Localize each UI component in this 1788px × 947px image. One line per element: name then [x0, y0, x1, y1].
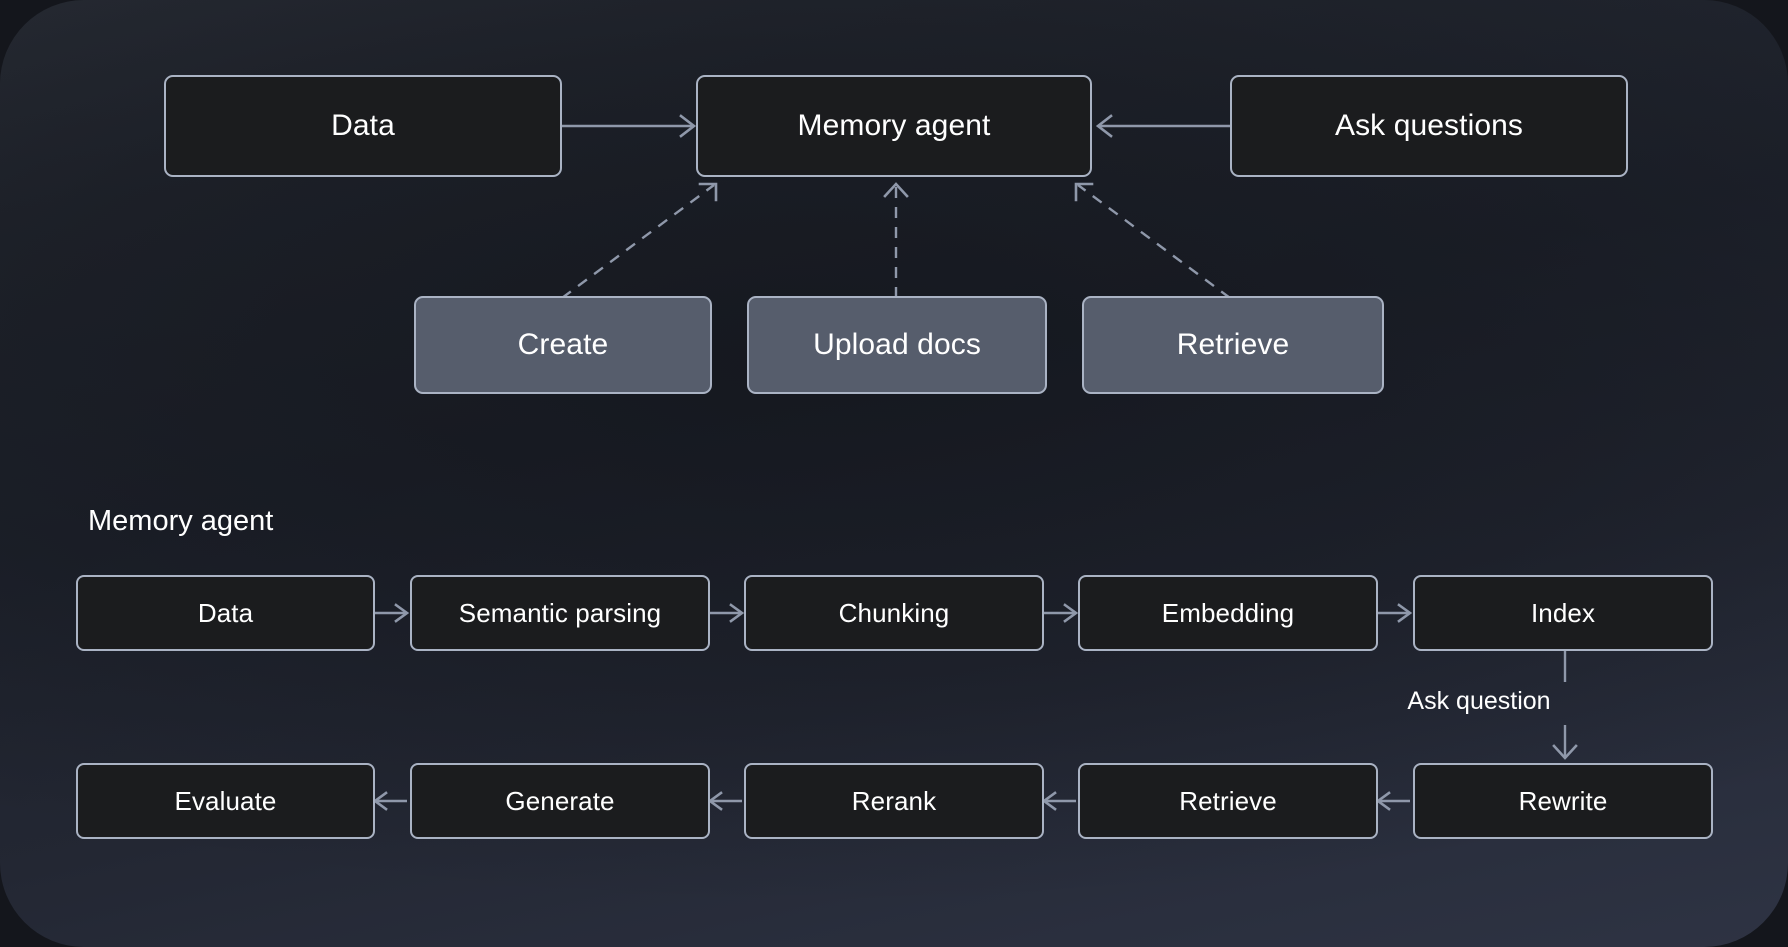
node-label: Retrieve [1176, 328, 1290, 361]
edge-label-ask-question: Ask question [1407, 687, 1551, 715]
node-label: Ask questions [1334, 109, 1524, 142]
step-label: Rerank [851, 785, 937, 816]
node-label: Create [517, 328, 609, 361]
step-label: Index [1530, 597, 1596, 628]
step-label: Retrieve [1179, 785, 1277, 816]
pipeline-section-title: Memory agent [88, 505, 274, 537]
node-label: Upload docs [813, 328, 981, 361]
step-label: Data [197, 597, 254, 628]
node-upload-docs[interactable]: Upload docs [747, 296, 1047, 394]
step-label: Evaluate [174, 785, 277, 816]
step-rerank[interactable]: Rerank [744, 763, 1044, 839]
node-memory-agent[interactable]: Memory agent [696, 75, 1092, 177]
step-generate[interactable]: Generate [410, 763, 710, 839]
step-retrieve[interactable]: Retrieve [1078, 763, 1378, 839]
step-data[interactable]: Data [76, 575, 375, 651]
step-label: Generate [505, 785, 615, 816]
node-label: Memory agent [797, 109, 991, 142]
node-retrieve-overview[interactable]: Retrieve [1082, 296, 1384, 394]
step-label: Semantic parsing [458, 597, 662, 628]
node-data-overview[interactable]: Data [164, 75, 562, 177]
step-index[interactable]: Index [1413, 575, 1713, 651]
node-create[interactable]: Create [414, 296, 712, 394]
step-label: Chunking [838, 597, 950, 628]
step-embedding[interactable]: Embedding [1078, 575, 1378, 651]
step-chunking[interactable]: Chunking [744, 575, 1044, 651]
step-semantic-parsing[interactable]: Semantic parsing [410, 575, 710, 651]
step-label: Rewrite [1518, 785, 1608, 816]
node-label: Data [331, 109, 395, 142]
step-evaluate[interactable]: Evaluate [76, 763, 375, 839]
node-ask-questions[interactable]: Ask questions [1230, 75, 1628, 177]
step-label: Embedding [1161, 597, 1295, 628]
step-rewrite[interactable]: Rewrite [1413, 763, 1713, 839]
